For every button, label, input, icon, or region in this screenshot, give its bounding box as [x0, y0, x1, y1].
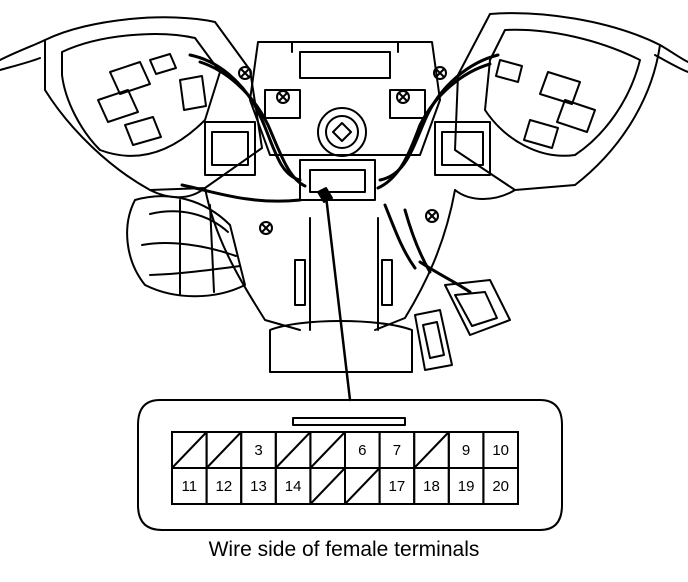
terminal-number: 20	[492, 478, 509, 495]
terminal-number: 14	[285, 478, 302, 495]
terminal-number: 11	[182, 478, 198, 495]
right-spoke	[454, 12, 688, 191]
center-module	[238, 41, 447, 235]
hub-body	[149, 187, 516, 373]
terminal-number: 18	[423, 478, 440, 495]
blank-terminal-slash	[413, 431, 450, 469]
blank-terminal-slash	[309, 431, 346, 469]
connector-outline	[137, 399, 563, 531]
terminal-number: 3	[254, 442, 262, 459]
blank-terminal-slash	[344, 467, 381, 505]
terminal-cell	[482, 467, 519, 505]
terminal-number: 17	[389, 478, 406, 495]
caption: Wire side of female terminals	[208, 538, 480, 561]
terminal-number: 12	[216, 478, 233, 495]
pointer-line	[324, 194, 352, 402]
left-spoke	[0, 16, 263, 191]
terminal-number: 9	[462, 442, 470, 459]
left-knob	[126, 195, 246, 298]
right-connector	[414, 279, 511, 371]
blank-terminal-slash	[275, 431, 312, 469]
blank-terminal-slash	[309, 467, 346, 505]
blank-terminal-slash	[171, 431, 208, 469]
terminal-number: 7	[393, 442, 401, 459]
terminal-number: 13	[250, 478, 267, 495]
blank-terminal-slash	[205, 431, 242, 469]
switch-brackets	[204, 121, 491, 201]
terminal-number: 6	[358, 442, 366, 459]
terminal-number: 10	[492, 442, 509, 459]
terminal-grid: 3 6 7 9 10 11 12 13 14 17 18 19 20	[171, 431, 519, 505]
terminal-number: 19	[458, 478, 475, 495]
wiring-harness	[180, 53, 500, 294]
